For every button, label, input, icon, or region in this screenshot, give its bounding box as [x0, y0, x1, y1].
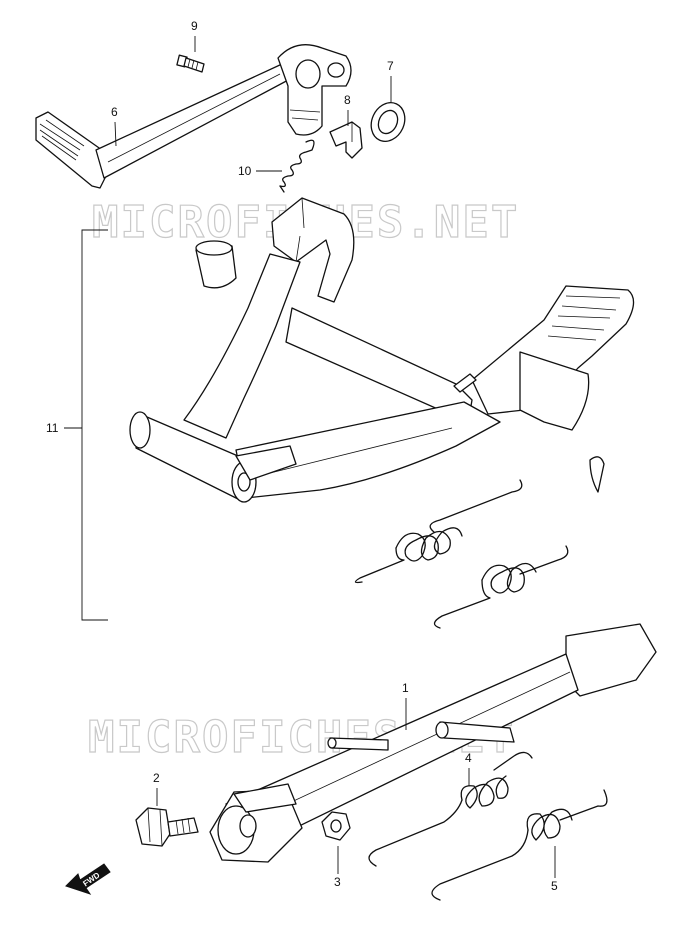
- callout-10: 10: [238, 164, 252, 178]
- stand-spring-upper: [354, 479, 523, 584]
- callout-6: 6: [111, 105, 118, 119]
- center-stand: [129, 197, 635, 503]
- bolt-9: [176, 54, 205, 73]
- callout-4: 4: [465, 751, 472, 765]
- callout-7: 7: [387, 59, 394, 73]
- spring-4: [368, 751, 533, 867]
- clip-8: [329, 121, 363, 159]
- washer-7: [370, 102, 406, 142]
- callout-11: 11: [46, 421, 59, 435]
- pivot-bolt-2: [135, 807, 199, 847]
- side-stand: [209, 623, 657, 863]
- group-bracket-11: [64, 229, 108, 621]
- callout-8: 8: [344, 93, 351, 107]
- nut-3: [321, 811, 351, 841]
- callout-5: 5: [551, 879, 558, 893]
- spring-5: [431, 789, 608, 901]
- callout-1: 1: [402, 681, 409, 695]
- stand-spring-lower: [433, 545, 569, 629]
- callout-3: 3: [334, 875, 341, 889]
- brake-pedal-arm: [35, 44, 352, 189]
- callout-9: 9: [191, 19, 198, 33]
- callouts: 9 6 8 7 10 11 1 2 3 4 5: [46, 19, 558, 893]
- spring-10: [279, 139, 315, 193]
- fwd-arrow-icon: FWD: [65, 863, 111, 895]
- callout-2: 2: [153, 771, 160, 785]
